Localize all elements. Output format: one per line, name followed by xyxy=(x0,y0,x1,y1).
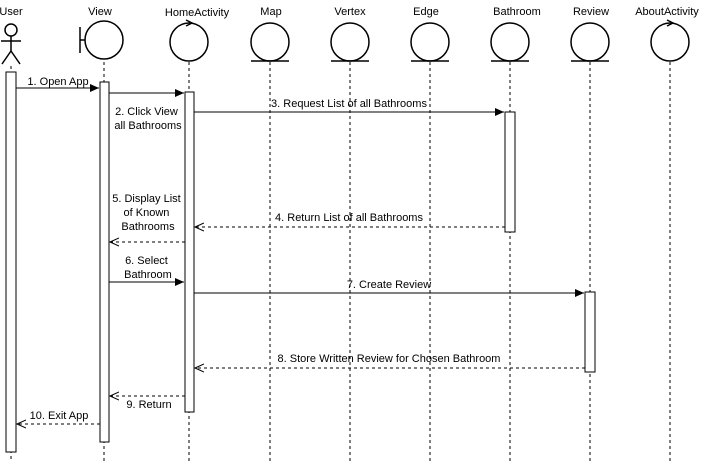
participant-label-vertex: Vertex xyxy=(334,6,366,18)
activation-bathroom xyxy=(504,111,516,233)
actor-user-icon xyxy=(1,23,21,65)
message-label: 5. Display List of Known Bathrooms xyxy=(112,193,184,233)
message-label: 1. Open App xyxy=(27,76,88,88)
entity-vertex-icon xyxy=(330,22,370,62)
message-9: 9. Return xyxy=(110,396,185,411)
message-5: 5. Display List of Known Bathrooms xyxy=(110,193,185,242)
message-label: 8. Store Written Review for Chosen Bathr… xyxy=(278,353,501,365)
activation-user xyxy=(5,71,17,453)
boundary-view-icon xyxy=(79,20,124,60)
control-home-icon xyxy=(169,19,209,62)
message-label: 2. Click View all Bathrooms xyxy=(114,106,182,132)
message-7: 7. Create Review xyxy=(194,279,584,297)
message-8: 8. Store Written Review for Chosen Bathr… xyxy=(195,353,585,368)
participant-labels: User View HomeActivity Map Vertex Edge B… xyxy=(0,6,699,19)
participant-label-view: View xyxy=(88,6,112,18)
message-label: 6. Select Bathroom xyxy=(124,255,172,281)
control-about-icon xyxy=(650,19,690,62)
participant-label-about: AboutActivity xyxy=(635,6,699,18)
message-label: 10. Exit App xyxy=(30,410,89,422)
message-label: 7. Create Review xyxy=(347,279,431,291)
activation-view xyxy=(99,81,110,443)
message-2: 2. Click View all Bathrooms xyxy=(109,89,184,132)
participant-label-user: User xyxy=(0,6,23,18)
entity-bathroom-icon xyxy=(490,22,530,62)
lifelines xyxy=(10,62,671,462)
activation-home xyxy=(184,91,195,413)
message-4: 4. Return List of all Bathrooms xyxy=(195,212,505,227)
activation-bars xyxy=(5,71,596,453)
participant-label-home: HomeActivity xyxy=(165,7,230,19)
message-label: 9. Return xyxy=(126,399,171,411)
message-label: 4. Return List of all Bathrooms xyxy=(275,212,423,224)
activation-review xyxy=(584,291,596,373)
entity-map-icon xyxy=(250,22,290,62)
entity-review-icon xyxy=(570,22,610,62)
message-3: 3. Request List of all Bathrooms xyxy=(194,98,504,116)
entity-edge-icon xyxy=(410,22,450,62)
participant-label-edge: Edge xyxy=(413,6,439,18)
participant-label-review: Review xyxy=(573,6,609,18)
participant-label-map: Map xyxy=(260,6,281,18)
participant-label-bathroom: Bathroom xyxy=(493,6,541,18)
message-10: 10. Exit App xyxy=(17,410,100,424)
message-label: 3. Request List of all Bathrooms xyxy=(271,98,427,110)
message-6: 6. Select Bathroom xyxy=(109,255,184,286)
message-1: 1. Open App xyxy=(16,76,99,92)
